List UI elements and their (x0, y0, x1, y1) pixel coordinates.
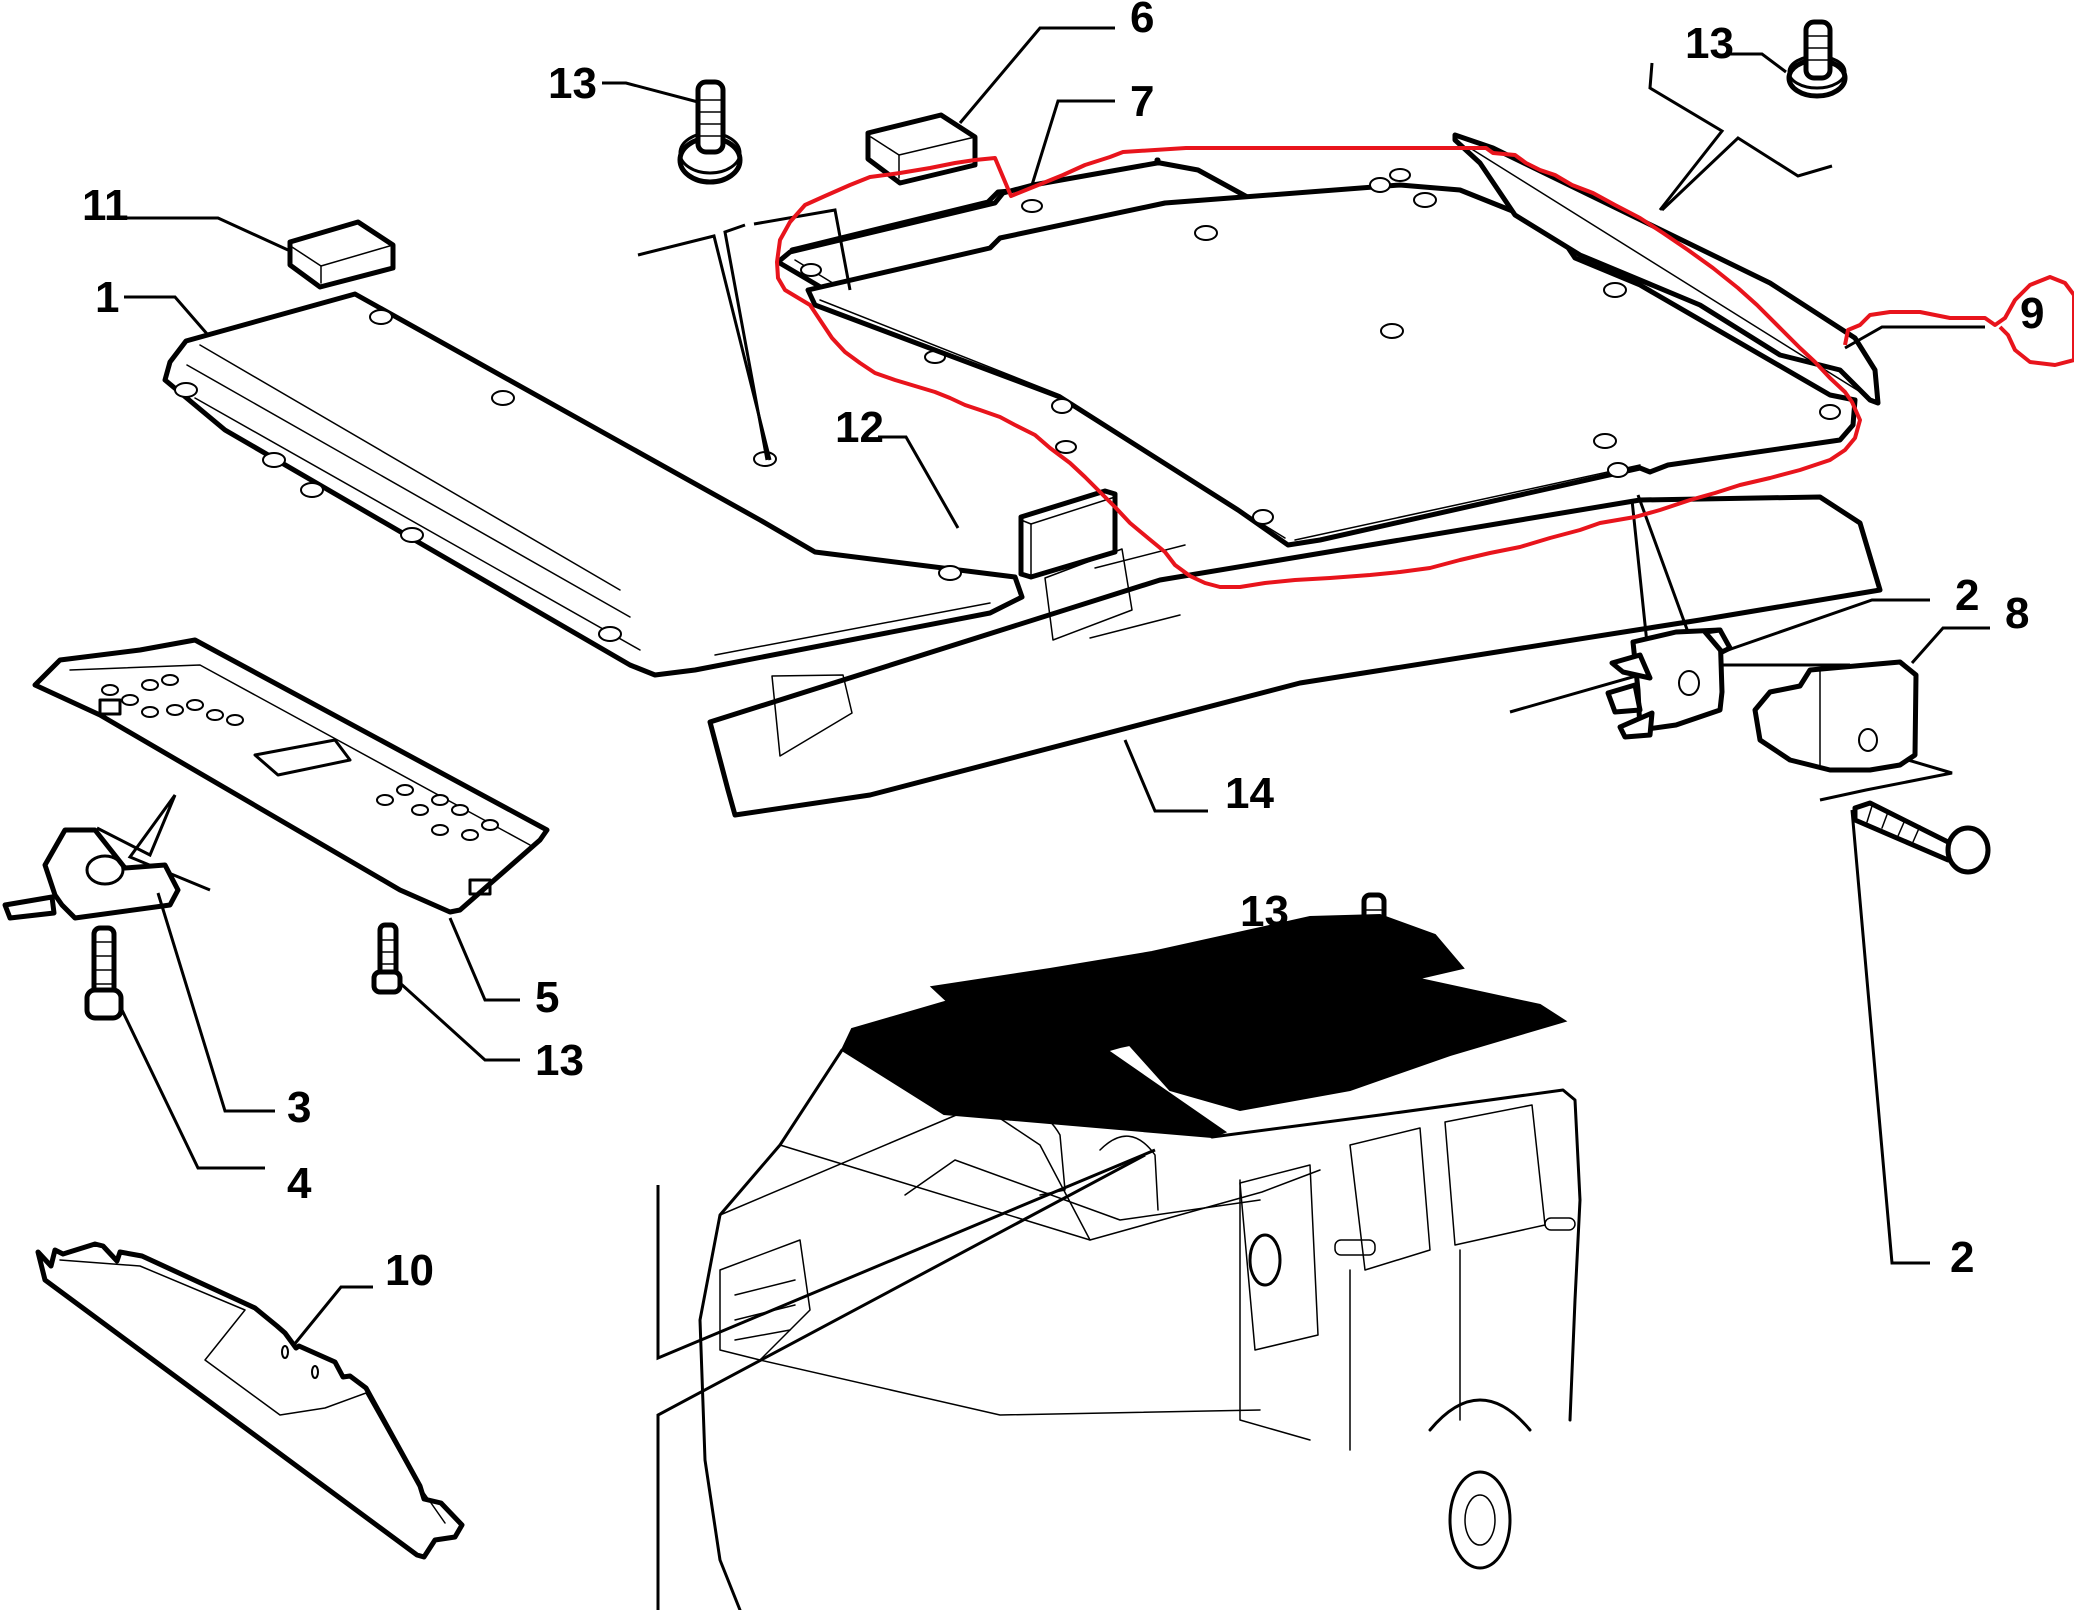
clip-2-right[interactable] (1605, 627, 1733, 740)
highlight-outline-callout-9 (1843, 275, 2074, 367)
vehicle-illustration (698, 913, 1582, 1610)
callout-13-top-left[interactable]: 13 (548, 59, 597, 108)
bracket-line-vehicle-2 (656, 1153, 1146, 1610)
leader-8 (1910, 626, 1990, 664)
assembly-line-13-top-right (1648, 62, 1725, 211)
callout-2-right[interactable]: 2 (1955, 571, 1979, 620)
leader-7 (1030, 99, 1115, 186)
leader-6 (958, 26, 1115, 124)
callout-1[interactable]: 1 (95, 273, 119, 322)
bolt-13-top-right[interactable] (1786, 19, 1848, 99)
assembly-line-3-right (1819, 758, 1953, 802)
cover-cap-8[interactable] (1752, 659, 1919, 773)
callout-6[interactable]: 6 (1130, 0, 1154, 42)
callout-12[interactable]: 12 (835, 403, 884, 452)
leader-13-top-right (1727, 52, 1787, 74)
callout-11[interactable]: 11 (82, 181, 129, 230)
leader-4 (398, 981, 520, 1062)
assembly-line-13-top-right-2 (1660, 136, 1833, 212)
bolt-13-top-left[interactable] (677, 79, 743, 185)
leader-14 (1123, 739, 1208, 813)
bracket-line-vehicle-1 (656, 1148, 1156, 1361)
callout-7[interactable]: 7 (1130, 77, 1154, 126)
pad-11[interactable] (287, 219, 396, 290)
callout-10[interactable]: 10 (385, 1246, 434, 1295)
callout-4[interactable]: 13 (535, 1036, 584, 1085)
callout-13-top-right[interactable]: 13 (1685, 19, 1734, 68)
callout-5[interactable]: 5 (535, 973, 559, 1022)
leader-2-right (1727, 598, 1930, 652)
assembly-line-13-top-left (637, 234, 772, 461)
bolt-3-left[interactable] (84, 925, 124, 1021)
headliner-panel-7-outline (805, 177, 1858, 548)
leader-10 (291, 1285, 373, 1347)
highlight-outline-part-7 (775, 146, 1862, 589)
headliner-panel-1[interactable] (162, 291, 1025, 678)
leader-3-right (1850, 809, 1930, 1265)
leader-2-left (156, 892, 275, 1113)
callout-14[interactable]: 14 (1225, 769, 1274, 818)
assembly-line-13-top-left-2 (723, 223, 769, 461)
leader-12 (878, 435, 960, 529)
callout-8[interactable]: 8 (2005, 589, 2029, 638)
assembly-line-13-top-left-3 (753, 208, 852, 291)
callout-2-left[interactable]: 3 (287, 1083, 311, 1132)
leader-5 (448, 917, 520, 1002)
leader-13-top-left (602, 81, 699, 104)
leader-11 (123, 216, 289, 252)
leader-1 (124, 295, 210, 336)
leader-9 (1844, 325, 1985, 350)
callout-3-right[interactable]: 2 (1950, 1233, 1974, 1282)
callout-9[interactable]: 9 (2020, 289, 2044, 338)
callout-3-left[interactable]: 4 (287, 1159, 312, 1208)
bolt-3-right[interactable] (1852, 800, 1991, 875)
front-header-trim-10[interactable] (35, 1241, 465, 1560)
side-trim-rail-14[interactable] (707, 494, 1883, 818)
pad-12[interactable] (1018, 488, 1118, 580)
trim-strip-9[interactable] (1452, 132, 1881, 406)
screw-4[interactable] (371, 922, 403, 995)
console-panel-5[interactable] (32, 637, 550, 915)
clip-2-left[interactable] (2, 827, 181, 921)
pad-6[interactable] (865, 112, 978, 186)
leader-3-left (120, 1009, 265, 1170)
